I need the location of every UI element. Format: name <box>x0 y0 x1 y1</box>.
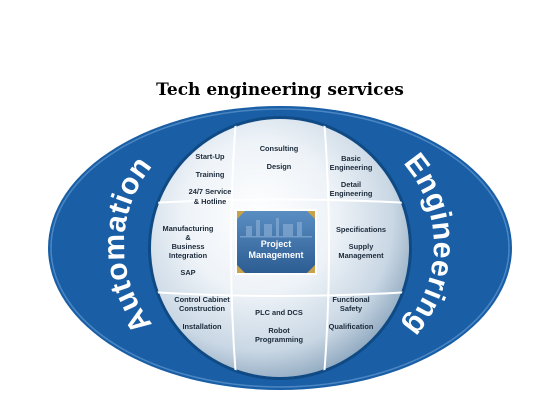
service-robot-line2: Programming <box>255 335 304 344</box>
service-qualification: Qualification <box>329 322 374 331</box>
skyline-icon <box>240 218 312 238</box>
service-basic-line1: Basic <box>341 154 361 163</box>
sphere-grid <box>150 118 410 378</box>
service-startup: Start-Up <box>195 152 225 161</box>
service-specifications: Specifications <box>336 225 386 234</box>
corner-marker-tl <box>237 211 245 219</box>
service-detail-line2: Engineering <box>330 189 373 198</box>
service-plc: PLC and DCS <box>255 308 303 317</box>
service-cabinet-line2: Construction <box>179 304 225 313</box>
center-label-line1: Project <box>261 239 292 249</box>
service-basic-line2: Engineering <box>330 163 373 172</box>
corner-marker-tr <box>307 211 315 219</box>
center-label-line2: Management <box>248 250 303 260</box>
corner-marker-bl <box>237 265 245 273</box>
service-supply-line1: Supply <box>349 242 375 251</box>
service-consulting: Consulting <box>260 144 299 153</box>
service-installation: Installation <box>182 322 221 331</box>
service-sap: SAP <box>180 268 195 277</box>
service-cabinet-line1: Control Cabinet <box>174 295 230 304</box>
service-manufacturing-line3: Business <box>172 242 205 251</box>
service-robot-line1: Robot <box>268 326 290 335</box>
corner-marker-br <box>307 265 315 273</box>
service-manufacturing-line1: Manufacturing <box>163 224 214 233</box>
service-training: Training <box>196 170 225 179</box>
service-functional-line1: Functional <box>332 295 369 304</box>
service-hotline-line1: 24/7 Service <box>189 187 232 196</box>
service-manufacturing-line4: Integration <box>169 251 208 260</box>
service-detail-line1: Detail <box>341 180 361 189</box>
project-management-box <box>235 209 317 275</box>
service-hotline-line2: & Hotline <box>194 197 226 206</box>
outer-ring-highlight <box>50 108 510 388</box>
service-functional-line2: Safety <box>340 304 363 313</box>
page-title: Tech engineering services <box>156 80 404 100</box>
service-design: Design <box>267 162 292 171</box>
service-supply-line2: Management <box>338 251 384 260</box>
service-manufacturing-line2: & <box>185 233 191 242</box>
